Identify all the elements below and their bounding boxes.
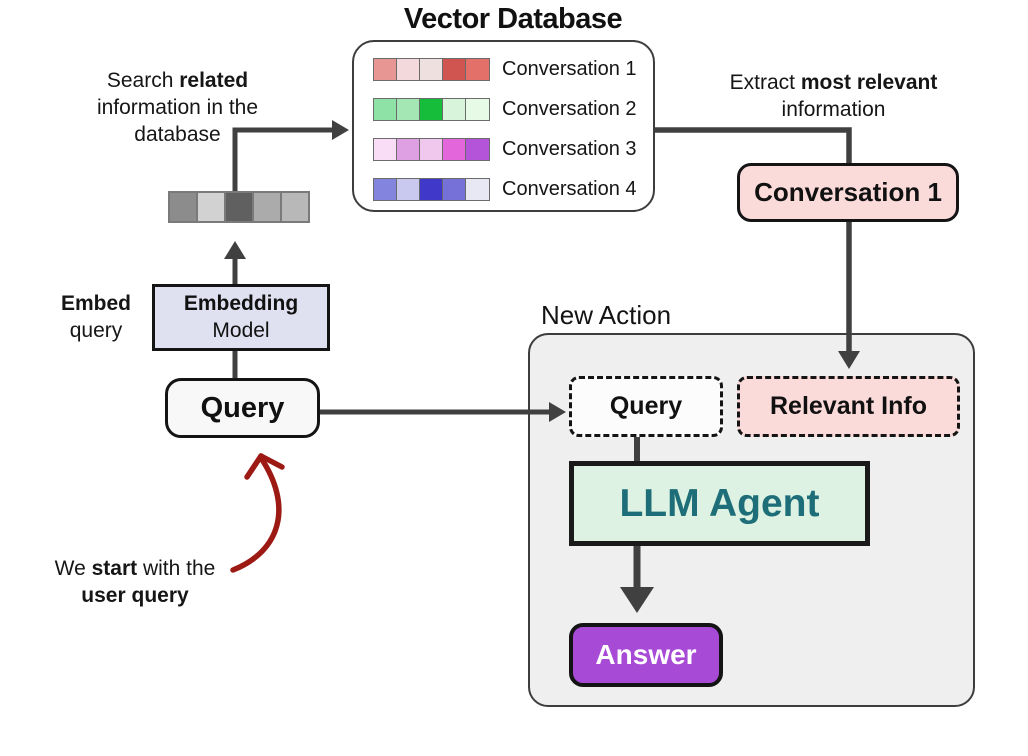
- search-note-bold: related: [179, 69, 249, 92]
- extract-note-text2: information: [781, 97, 886, 121]
- red-hand-arrow: [230, 453, 285, 573]
- new-action-label: New Action: [541, 300, 672, 330]
- conversation-row-2: Conversation 2: [373, 98, 653, 121]
- diagram-title: Vector Database: [403, 3, 623, 35]
- search-note-text2: information in the database: [96, 95, 259, 146]
- start-note-text: We: [54, 557, 92, 580]
- conversation-1-vector: [373, 58, 490, 81]
- vector-cell: [373, 98, 398, 121]
- embed-note-text: query: [69, 318, 123, 342]
- conversation-3-label: Conversation 3: [502, 138, 637, 160]
- conversation-1-box: Conversation 1: [737, 163, 959, 222]
- embedding-to-vector-arrowhead: [224, 241, 246, 259]
- vector-to-db-arrowhead: [332, 120, 349, 140]
- vector-cell: [465, 98, 490, 121]
- vector-cell: [373, 58, 398, 81]
- vector-cell: [465, 58, 490, 81]
- vector-cell: [396, 58, 421, 81]
- vector-cell: [224, 191, 254, 223]
- vector-cell: [396, 178, 421, 201]
- query-box: Query: [165, 378, 320, 438]
- llm-agent-box: LLM Agent: [569, 461, 870, 546]
- vector-cell: [396, 98, 421, 121]
- vector-cell: [442, 98, 467, 121]
- vector-cell: [196, 191, 226, 223]
- start-note-bold2: user query: [81, 583, 189, 607]
- vector-cell: [168, 191, 198, 223]
- answer-box: Answer: [569, 623, 723, 687]
- embedding-model-box: Embedding Model: [152, 284, 330, 351]
- embed-note-bold: Embed: [60, 292, 131, 315]
- relevant-info-box: Relevant Info: [737, 376, 960, 437]
- start-note-bold: start: [91, 557, 138, 580]
- search-note-text: Search: [106, 69, 180, 92]
- vector-cell: [419, 178, 444, 201]
- conversation-row-1: Conversation 1: [373, 58, 653, 81]
- start-note-text2: with the: [137, 557, 216, 580]
- embedding-model-line2: Model: [212, 318, 270, 342]
- vector-cell: [373, 138, 398, 161]
- vector-cell: [373, 178, 398, 201]
- vector-cell: [419, 98, 444, 121]
- vector-cell: [465, 138, 490, 161]
- conversation-2-label: Conversation 2: [502, 98, 637, 120]
- vector-cell: [280, 191, 310, 223]
- start-note: We start with the user query: [44, 556, 226, 610]
- new-action-query-box: Query: [569, 376, 723, 437]
- conversation-1-label: Conversation 1: [502, 58, 637, 80]
- conversation-3-vector: [373, 138, 490, 161]
- vector-cell: [252, 191, 282, 223]
- conversation-4-label: Conversation 4: [502, 178, 637, 200]
- conversation-row-3: Conversation 3: [373, 138, 653, 161]
- vector-cell: [419, 58, 444, 81]
- conversation-4-vector: [373, 178, 490, 201]
- vector-cell: [442, 138, 467, 161]
- extract-note-bold: most relevant: [800, 71, 938, 94]
- search-note: Search related information in the databa…: [70, 68, 285, 149]
- vector-cell: [442, 58, 467, 81]
- vector-database-box: Conversation 1 Conversation 2 Conversati…: [352, 40, 655, 212]
- vector-cell: [396, 138, 421, 161]
- conversation-2-vector: [373, 98, 490, 121]
- vector-cell: [419, 138, 444, 161]
- embed-note: Embed query: [48, 291, 144, 345]
- embedded-query-vector: [168, 191, 310, 223]
- extract-note-text: Extract: [729, 71, 801, 94]
- extract-note: Extract most relevant information: [726, 70, 941, 124]
- vector-cell: [442, 178, 467, 201]
- vector-cell: [465, 178, 490, 201]
- conversation-row-4: Conversation 4: [373, 178, 653, 201]
- embedding-model-line1: Embedding: [183, 292, 299, 316]
